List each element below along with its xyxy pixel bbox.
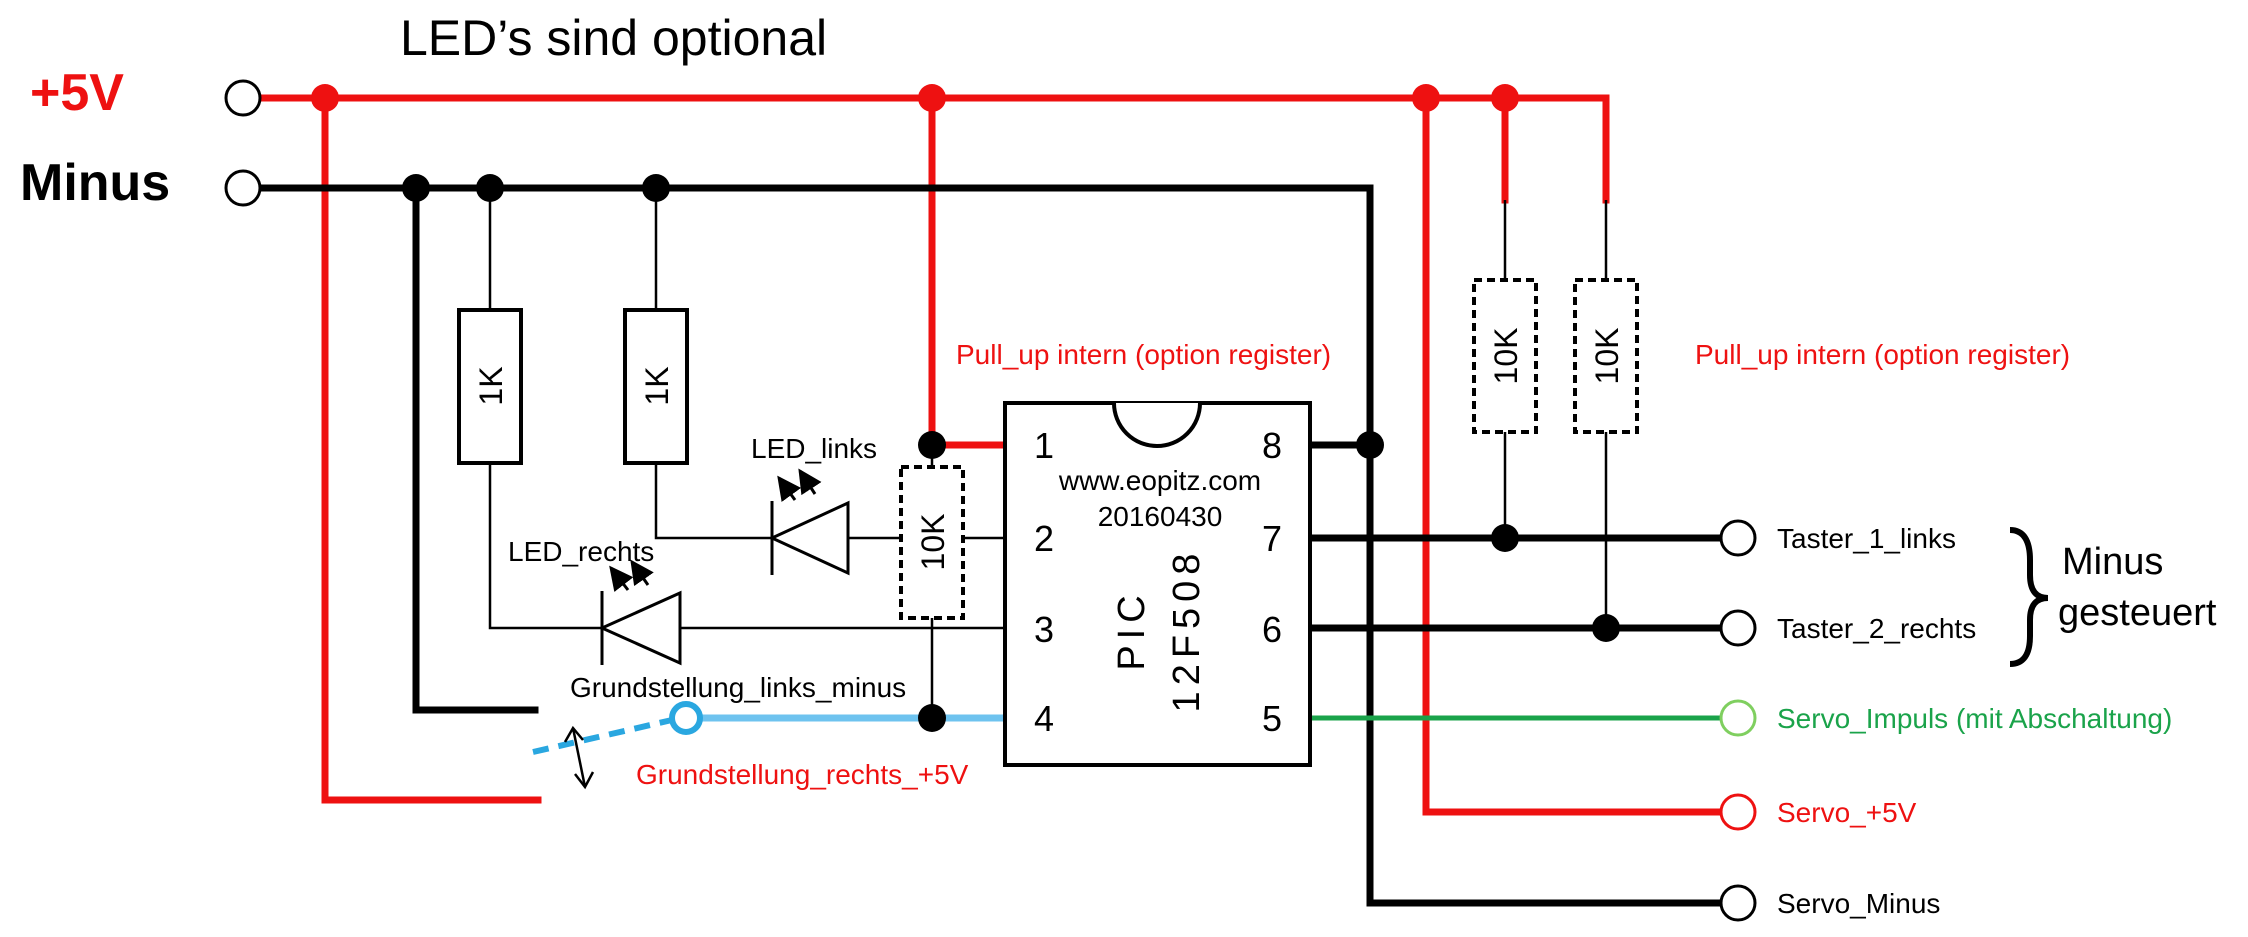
resistor-1k-right-label: 1K bbox=[639, 366, 675, 405]
resistor-10k-taster2-label: 10K bbox=[1589, 328, 1625, 385]
chip-pin-2: 2 bbox=[1034, 518, 1054, 559]
pullup-right-label: Pull_up intern (option register) bbox=[1695, 339, 2070, 370]
minus-gesteuert-label-1: Minus bbox=[2062, 541, 2163, 583]
chip-pin-4: 4 bbox=[1034, 698, 1054, 739]
switch-blade bbox=[532, 717, 673, 755]
terminal-servo-impuls bbox=[1719, 699, 1757, 737]
chip-date: 20160430 bbox=[1098, 501, 1223, 532]
diagram-title: LED’s sind optional bbox=[400, 10, 827, 66]
resistor-10k-taster1-label: 10K bbox=[1488, 328, 1524, 385]
chip-pin-3: 3 bbox=[1034, 609, 1054, 650]
terminal-plus-5v bbox=[224, 79, 262, 117]
resistor-10k-taster1 bbox=[1472, 278, 1538, 434]
switch-pivot bbox=[669, 701, 703, 735]
resistor-1k-left-label: 1K bbox=[473, 366, 509, 405]
resistor-10k-pin1-label: 10K bbox=[915, 514, 951, 571]
terminal-servo-plus bbox=[1719, 793, 1757, 831]
chip-name-line1: PIC bbox=[1111, 589, 1153, 670]
chip-pin-7: 7 bbox=[1262, 518, 1282, 559]
switch-double-arrow bbox=[563, 725, 595, 790]
led-links-label: LED_links bbox=[751, 433, 877, 464]
resistor-1k-right bbox=[623, 308, 689, 465]
junction-dots-plus bbox=[311, 84, 1519, 112]
resistor-10k-pin1 bbox=[899, 465, 965, 620]
resistor-10k-taster2 bbox=[1573, 278, 1639, 434]
led-rechts-label: LED_rechts bbox=[508, 536, 654, 567]
pic-chip-body bbox=[1003, 401, 1312, 767]
led-links-symbol bbox=[768, 468, 850, 576]
terminal-taster1 bbox=[1719, 519, 1757, 557]
servo-plus-label: Servo_+5V bbox=[1777, 797, 1917, 828]
grundstellung-rechts-label: Grundstellung_rechts_+5V bbox=[636, 759, 969, 790]
chip-name-line2: 12F508 bbox=[1166, 548, 1208, 713]
terminal-servo-minus bbox=[1719, 884, 1757, 922]
taster2-label: Taster_2_rechts bbox=[1777, 613, 1976, 644]
servo-impuls-label: Servo_Impuls (mit Abschaltung) bbox=[1777, 703, 2172, 734]
junction-dots-minus bbox=[402, 174, 1620, 732]
pullup-left-label: Pull_up intern (option register) bbox=[956, 339, 1331, 370]
resistor-1k-left bbox=[457, 308, 523, 465]
plus-rail-label: +5V bbox=[30, 64, 124, 122]
taster1-label: Taster_1_links bbox=[1777, 523, 1956, 554]
minus-gesteuert-label-2: gesteuert bbox=[2058, 592, 2217, 634]
grundstellung-links-label: Grundstellung_links_minus bbox=[570, 672, 906, 703]
chip-pin-1: 1 bbox=[1034, 425, 1054, 466]
minus-gesteuert-brace bbox=[2009, 527, 2049, 667]
terminal-taster2 bbox=[1719, 609, 1757, 647]
chip-pin-5: 5 bbox=[1262, 698, 1282, 739]
terminal-minus bbox=[224, 169, 262, 207]
minus-wires bbox=[252, 184, 1734, 907]
servo-minus-label: Servo_Minus bbox=[1777, 888, 1940, 919]
chip-pin-6: 6 bbox=[1262, 609, 1282, 650]
pic-chip-notch bbox=[1112, 402, 1202, 448]
chip-pin-8: 8 bbox=[1262, 425, 1282, 466]
minus-rail-label: Minus bbox=[20, 154, 170, 212]
chip-website: www.eopitz.com bbox=[1058, 465, 1261, 496]
led-rechts-symbol bbox=[598, 559, 682, 666]
